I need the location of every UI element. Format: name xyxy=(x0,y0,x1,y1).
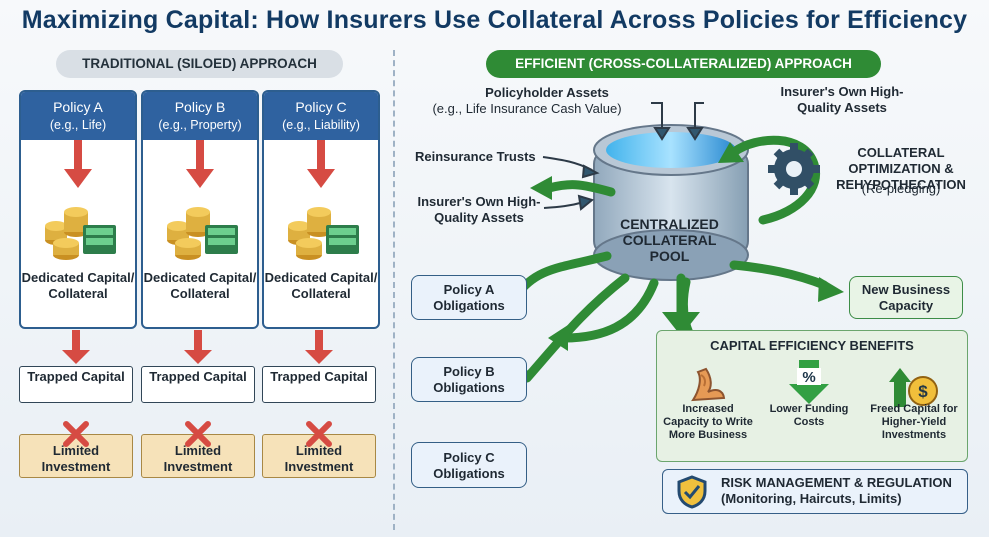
centralized-collateral-pool-label: CENTRALIZED COLLATERAL POOL xyxy=(620,216,719,264)
section-divider xyxy=(393,50,395,530)
risk-management-text: RISK MANAGEMENT & REGULATION (Monitoring… xyxy=(721,475,952,506)
benefit-lower-costs: Lower Funding Costs xyxy=(769,403,849,428)
policy-a-column: Policy A (e.g., Life) Dedicated Capital/… xyxy=(19,90,137,329)
policy-a-capital-label: Dedicated Capital/ Collateral xyxy=(21,270,135,301)
policy-a-title: Policy A xyxy=(53,99,103,115)
policy-b-trapped-capital: Trapped Capital xyxy=(141,366,255,403)
policy-b-title: Policy B xyxy=(174,99,226,115)
coins-and-cash-icon xyxy=(167,207,238,260)
benefits-title: CAPITAL EFFICIENCY BENEFITS xyxy=(710,338,914,353)
policy-c-body: Dedicated Capital/ Collateral xyxy=(264,140,378,325)
policy-a-limited-investment: Limited Investment xyxy=(19,434,133,478)
policy-a-header: Policy A (e.g., Life) xyxy=(21,92,135,140)
red-arrow-icon xyxy=(305,330,333,364)
efficient-approach-label: EFFICIENT (CROSS-COLLATERALIZED) APPROAC… xyxy=(486,50,881,78)
traditional-approach-label: TRADITIONAL (SILOED) APPROACH xyxy=(56,50,343,78)
dollar-symbol: $ xyxy=(918,382,928,401)
policy-b-column: Policy B (e.g., Property) Dedicated Capi… xyxy=(141,90,259,329)
policy-c-capital-label: Dedicated Capital/ Collateral xyxy=(264,270,378,301)
muscle-arm-icon xyxy=(691,367,726,402)
policy-a-body: Dedicated Capital/ Collateral xyxy=(21,140,135,325)
red-arrow-icon xyxy=(307,140,335,188)
policy-b-body: Dedicated Capital/ Collateral xyxy=(143,140,257,325)
policy-b-capital-label: Dedicated Capital/ Collateral xyxy=(143,270,257,301)
percent-down-icon: % xyxy=(789,360,829,404)
page-title: Maximizing Capital: How Insurers Use Col… xyxy=(21,6,968,34)
optimization-detail: (Re-pledging) xyxy=(861,181,941,196)
policy-a-trapped-capital: Trapped Capital xyxy=(19,366,133,403)
red-arrow-icon xyxy=(64,140,92,188)
risk-management-panel: RISK MANAGEMENT & REGULATION (Monitoring… xyxy=(662,469,968,514)
policyholder-assets-detail: (e.g., Life Insurance Cash Value) xyxy=(432,101,622,116)
policy-c-obligations: Policy C Obligations xyxy=(411,442,527,488)
insurer-assets-top-label: Insurer's Own High-Quality Assets xyxy=(780,84,904,115)
optimization-label: COLLATERAL OPTIMIZATION & REHYPOTHECATIO… xyxy=(836,145,966,192)
policy-b-detail: (e.g., Property) xyxy=(158,118,242,132)
policy-c-trapped-capital: Trapped Capital xyxy=(262,366,376,403)
coins-and-cash-icon xyxy=(288,207,359,260)
policy-c-limited-investment: Limited Investment xyxy=(262,434,376,478)
gear-icon xyxy=(768,143,820,195)
new-business-capacity: New Business Capacity xyxy=(849,276,963,319)
red-arrow-icon xyxy=(184,330,212,364)
policy-a-detail: (e.g., Life) xyxy=(49,118,107,132)
benefit-capacity: Increased Capacity to Write More Busines… xyxy=(663,403,753,441)
policy-b-header: Policy B (e.g., Property) xyxy=(143,92,257,140)
red-arrow-icon xyxy=(62,330,90,364)
shield-check-icon xyxy=(677,475,707,509)
policy-a-obligations: Policy A Obligations xyxy=(411,275,527,320)
policyholder-assets-label: Policyholder Assets xyxy=(485,85,609,100)
red-cross-icon xyxy=(63,421,89,447)
policy-c-column: Policy C (e.g., Liability) Dedicated Cap… xyxy=(262,90,380,329)
policy-b-obligations: Policy B Obligations xyxy=(411,357,527,402)
red-cross-icon xyxy=(185,421,211,447)
percent-symbol: % xyxy=(802,369,815,386)
policy-b-limited-investment: Limited Investment xyxy=(141,434,255,478)
capital-efficiency-benefits-panel: CAPITAL EFFICIENCY BENEFITS % $ Increase… xyxy=(656,330,968,462)
red-cross-icon xyxy=(306,421,332,447)
reinsurance-trusts-label: Reinsurance Trusts xyxy=(415,149,536,164)
benefit-freed-capital: Freed Capital for Higher-Yield Investmen… xyxy=(870,403,958,441)
insurer-assets-left-label: Insurer's Own High-Quality Assets xyxy=(417,194,541,225)
policy-c-header: Policy C (e.g., Liability) xyxy=(264,92,378,140)
policy-c-detail: (e.g., Liability) xyxy=(282,118,360,132)
dollar-up-icon: $ xyxy=(889,368,938,407)
red-arrow-icon xyxy=(186,140,214,188)
policy-c-title: Policy C xyxy=(295,99,347,115)
cross-collateral-flow xyxy=(505,102,844,403)
coins-and-cash-icon xyxy=(45,207,116,260)
centralized-pool-icon xyxy=(593,124,749,281)
